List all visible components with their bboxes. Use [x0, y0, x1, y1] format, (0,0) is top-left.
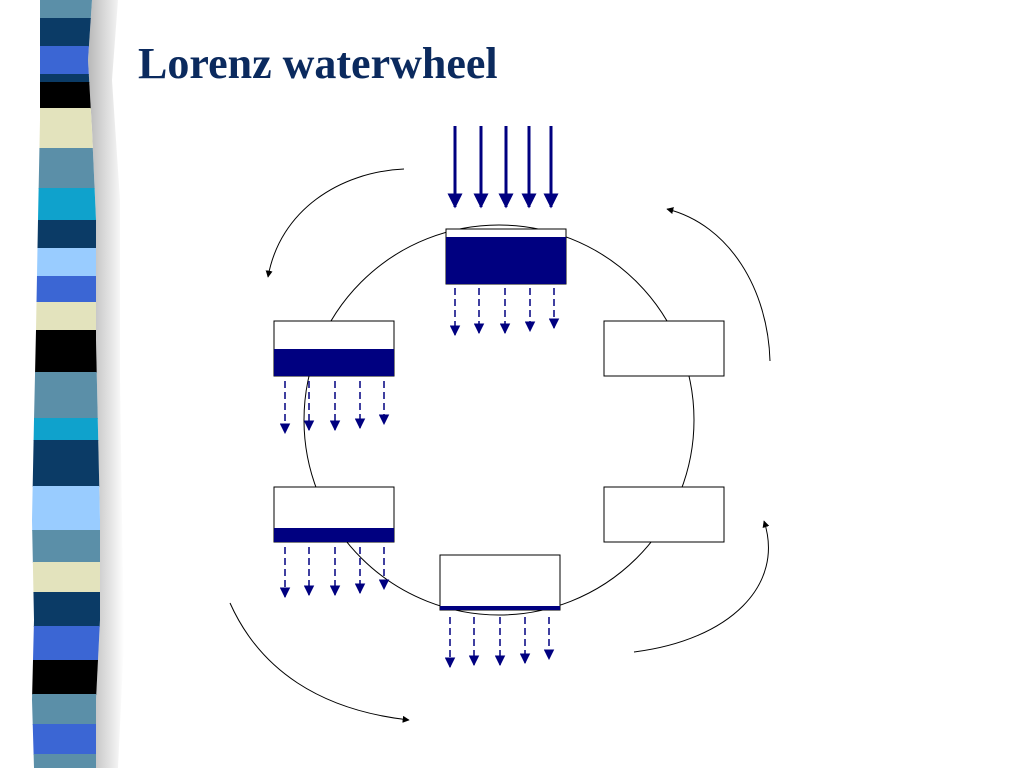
stripe-segment	[32, 562, 100, 593]
bucket-water	[274, 528, 394, 542]
bucket-top	[445, 228, 567, 337]
stripe-segment	[32, 418, 100, 441]
slide-title: Lorenz waterwheel	[138, 39, 498, 88]
stripe-segment	[32, 440, 100, 487]
bucket-frame	[603, 486, 725, 543]
drain-arrows	[444, 617, 555, 669]
stripe-segment	[32, 0, 100, 19]
rotation-arrow-bottom-right	[633, 520, 770, 653]
wheel-rim	[303, 224, 695, 616]
stripe-segment	[32, 694, 100, 725]
bucket-water	[440, 606, 560, 610]
bucket-frame	[439, 554, 561, 611]
stripe-segment	[32, 592, 100, 627]
stripe-segment	[32, 74, 100, 83]
stripe-segment	[32, 330, 100, 373]
stripe-segment	[32, 276, 100, 303]
rotation-arrows	[229, 168, 771, 723]
drain-arrows	[279, 381, 390, 435]
stripe-segment	[32, 626, 100, 661]
rotation-arrow-top-right	[666, 207, 771, 362]
stripe-segment	[32, 530, 100, 563]
stripe-segment	[32, 82, 100, 109]
bucket-frame	[603, 320, 725, 377]
stripe-segment	[32, 248, 100, 277]
bucket-lower-left	[273, 486, 395, 599]
stripe-segment	[32, 486, 100, 531]
bucket-water	[274, 349, 394, 376]
stripe-segment	[32, 754, 100, 768]
rotation-arrow-bottom-left	[229, 602, 410, 723]
stripe-segment	[32, 220, 100, 249]
stripe-segment	[32, 18, 100, 47]
stripe-segment	[32, 108, 100, 149]
rotation-arrow-top-left	[265, 168, 405, 278]
bucket-upper-right	[603, 320, 725, 377]
stripe-segment	[32, 188, 100, 221]
bucket-lower-right	[603, 486, 725, 543]
stripe-segment	[32, 724, 100, 755]
stripe-segment	[32, 372, 100, 419]
water-inflow	[447, 126, 559, 209]
bucket-upper-left	[273, 320, 395, 435]
bucket-bottom	[439, 554, 561, 669]
drain-arrows	[449, 288, 560, 337]
stripe-segment	[32, 660, 100, 695]
bucket-water	[446, 237, 566, 284]
drain-arrows	[279, 547, 390, 599]
stripe-segment	[32, 302, 100, 331]
stripe-bar-shadow	[88, 0, 124, 768]
stripe-segment	[32, 148, 100, 189]
